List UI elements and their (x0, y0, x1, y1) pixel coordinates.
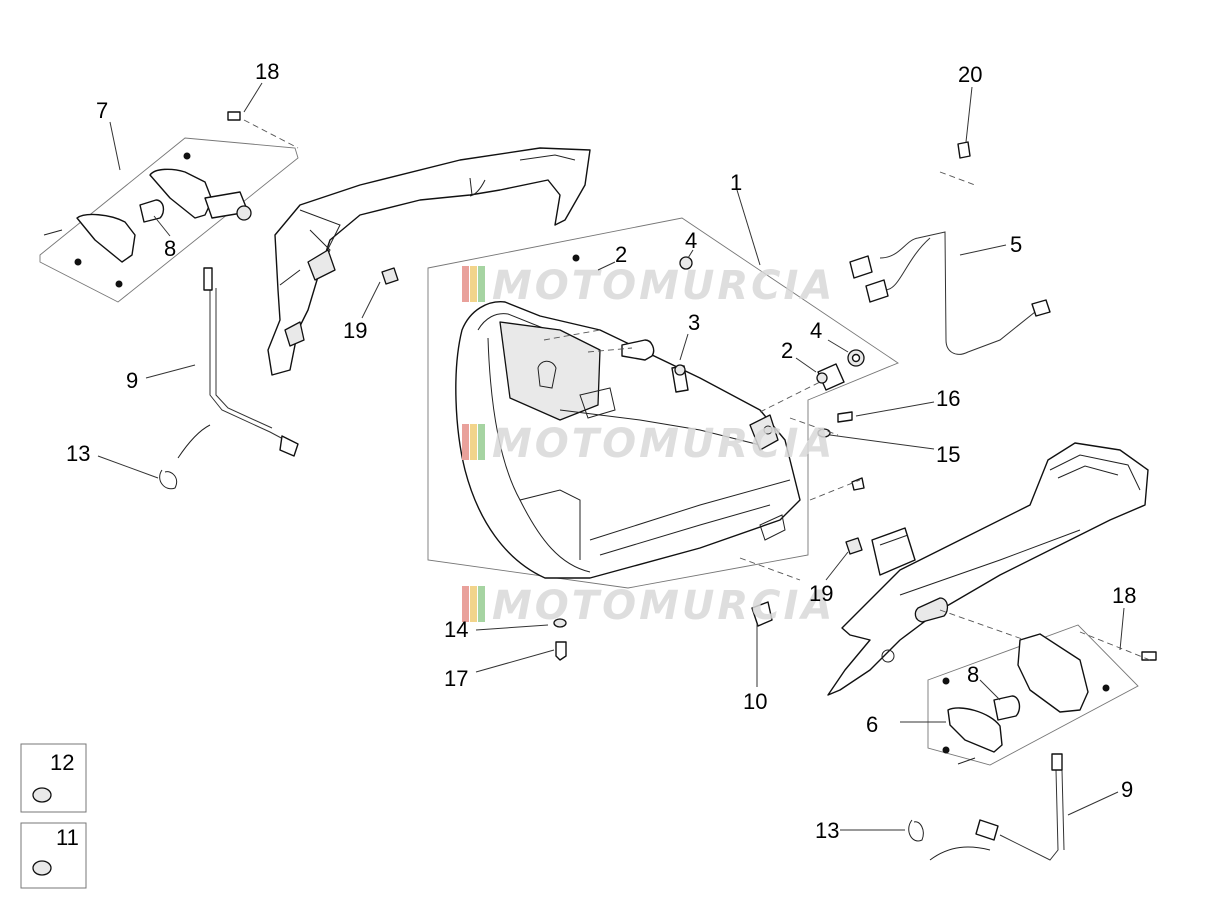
watermark-text: MOTOMURCIA (492, 583, 835, 629)
callout-19-left: 19 (343, 318, 367, 343)
watermark-text: MOTOMURCIA (492, 263, 835, 309)
watermark: MOTOMURCIA MOTOMURCIA MOTOMURCIA (462, 263, 835, 629)
callout-19-right: 19 (809, 581, 833, 606)
watermark-stripe-3 (478, 586, 485, 622)
watermark-stripe-2 (470, 586, 477, 622)
wiring-harness (849, 141, 1051, 355)
callout-6: 6 (866, 712, 878, 737)
callout-4-right: 4 (810, 318, 822, 343)
callout-18-right: 18 (1112, 583, 1136, 608)
callout-13-right: 13 (815, 818, 839, 843)
callout-5: 5 (1010, 232, 1022, 257)
callout-13-left: 13 (66, 441, 90, 466)
headlight-assembly (455, 301, 801, 579)
watermark-2: MOTOMURCIA (462, 421, 835, 467)
callout-11: 11 (56, 825, 79, 850)
watermark-stripe-1 (462, 266, 469, 302)
watermark-stripe-3 (478, 424, 485, 460)
watermark-text: MOTOMURCIA (492, 421, 835, 467)
callout-7: 7 (96, 98, 108, 123)
callout-14: 14 (444, 617, 468, 642)
watermark-stripe-1 (462, 424, 469, 460)
callout-20: 20 (958, 62, 982, 87)
callout-2-right: 2 (781, 338, 793, 363)
wire-leads (203, 267, 1065, 861)
clips (159, 424, 991, 861)
inset-boxes (20, 743, 87, 889)
callout-12: 12 (50, 750, 74, 775)
nuts-19 (381, 267, 863, 555)
callout-2-top: 2 (615, 242, 627, 267)
right-fairing (827, 442, 1149, 696)
watermark-stripe-2 (470, 424, 477, 460)
small-parts-center (553, 254, 865, 661)
watermark-stripe-1 (462, 586, 469, 622)
callout-8-right: 8 (967, 662, 979, 687)
right-indicator (942, 633, 1157, 765)
callout-18-top: 18 (255, 59, 279, 84)
callout-labels: 1 2 2 3 4 4 5 6 7 8 8 9 9 10 11 12 13 13… (50, 59, 1136, 850)
watermark-1: MOTOMURCIA (462, 263, 835, 309)
left-indicator (43, 111, 252, 288)
callout-3: 3 (688, 310, 700, 335)
group-frames (39, 137, 1139, 766)
callout-10: 10 (743, 689, 767, 714)
callout-1: 1 (730, 170, 742, 195)
callout-8-left: 8 (164, 236, 176, 261)
callout-9-left: 9 (126, 368, 138, 393)
callout-17: 17 (444, 666, 468, 691)
watermark-stripe-2 (470, 266, 477, 302)
callout-16: 16 (936, 386, 960, 411)
watermark-stripe-3 (478, 266, 485, 302)
callout-15: 15 (936, 442, 960, 467)
callout-9-right: 9 (1121, 777, 1133, 802)
callout-4-top: 4 (685, 228, 697, 253)
leader-dashes (243, 119, 1151, 661)
watermark-3: MOTOMURCIA (462, 583, 835, 629)
leader-lines (97, 82, 1125, 831)
left-fairing (267, 147, 591, 376)
